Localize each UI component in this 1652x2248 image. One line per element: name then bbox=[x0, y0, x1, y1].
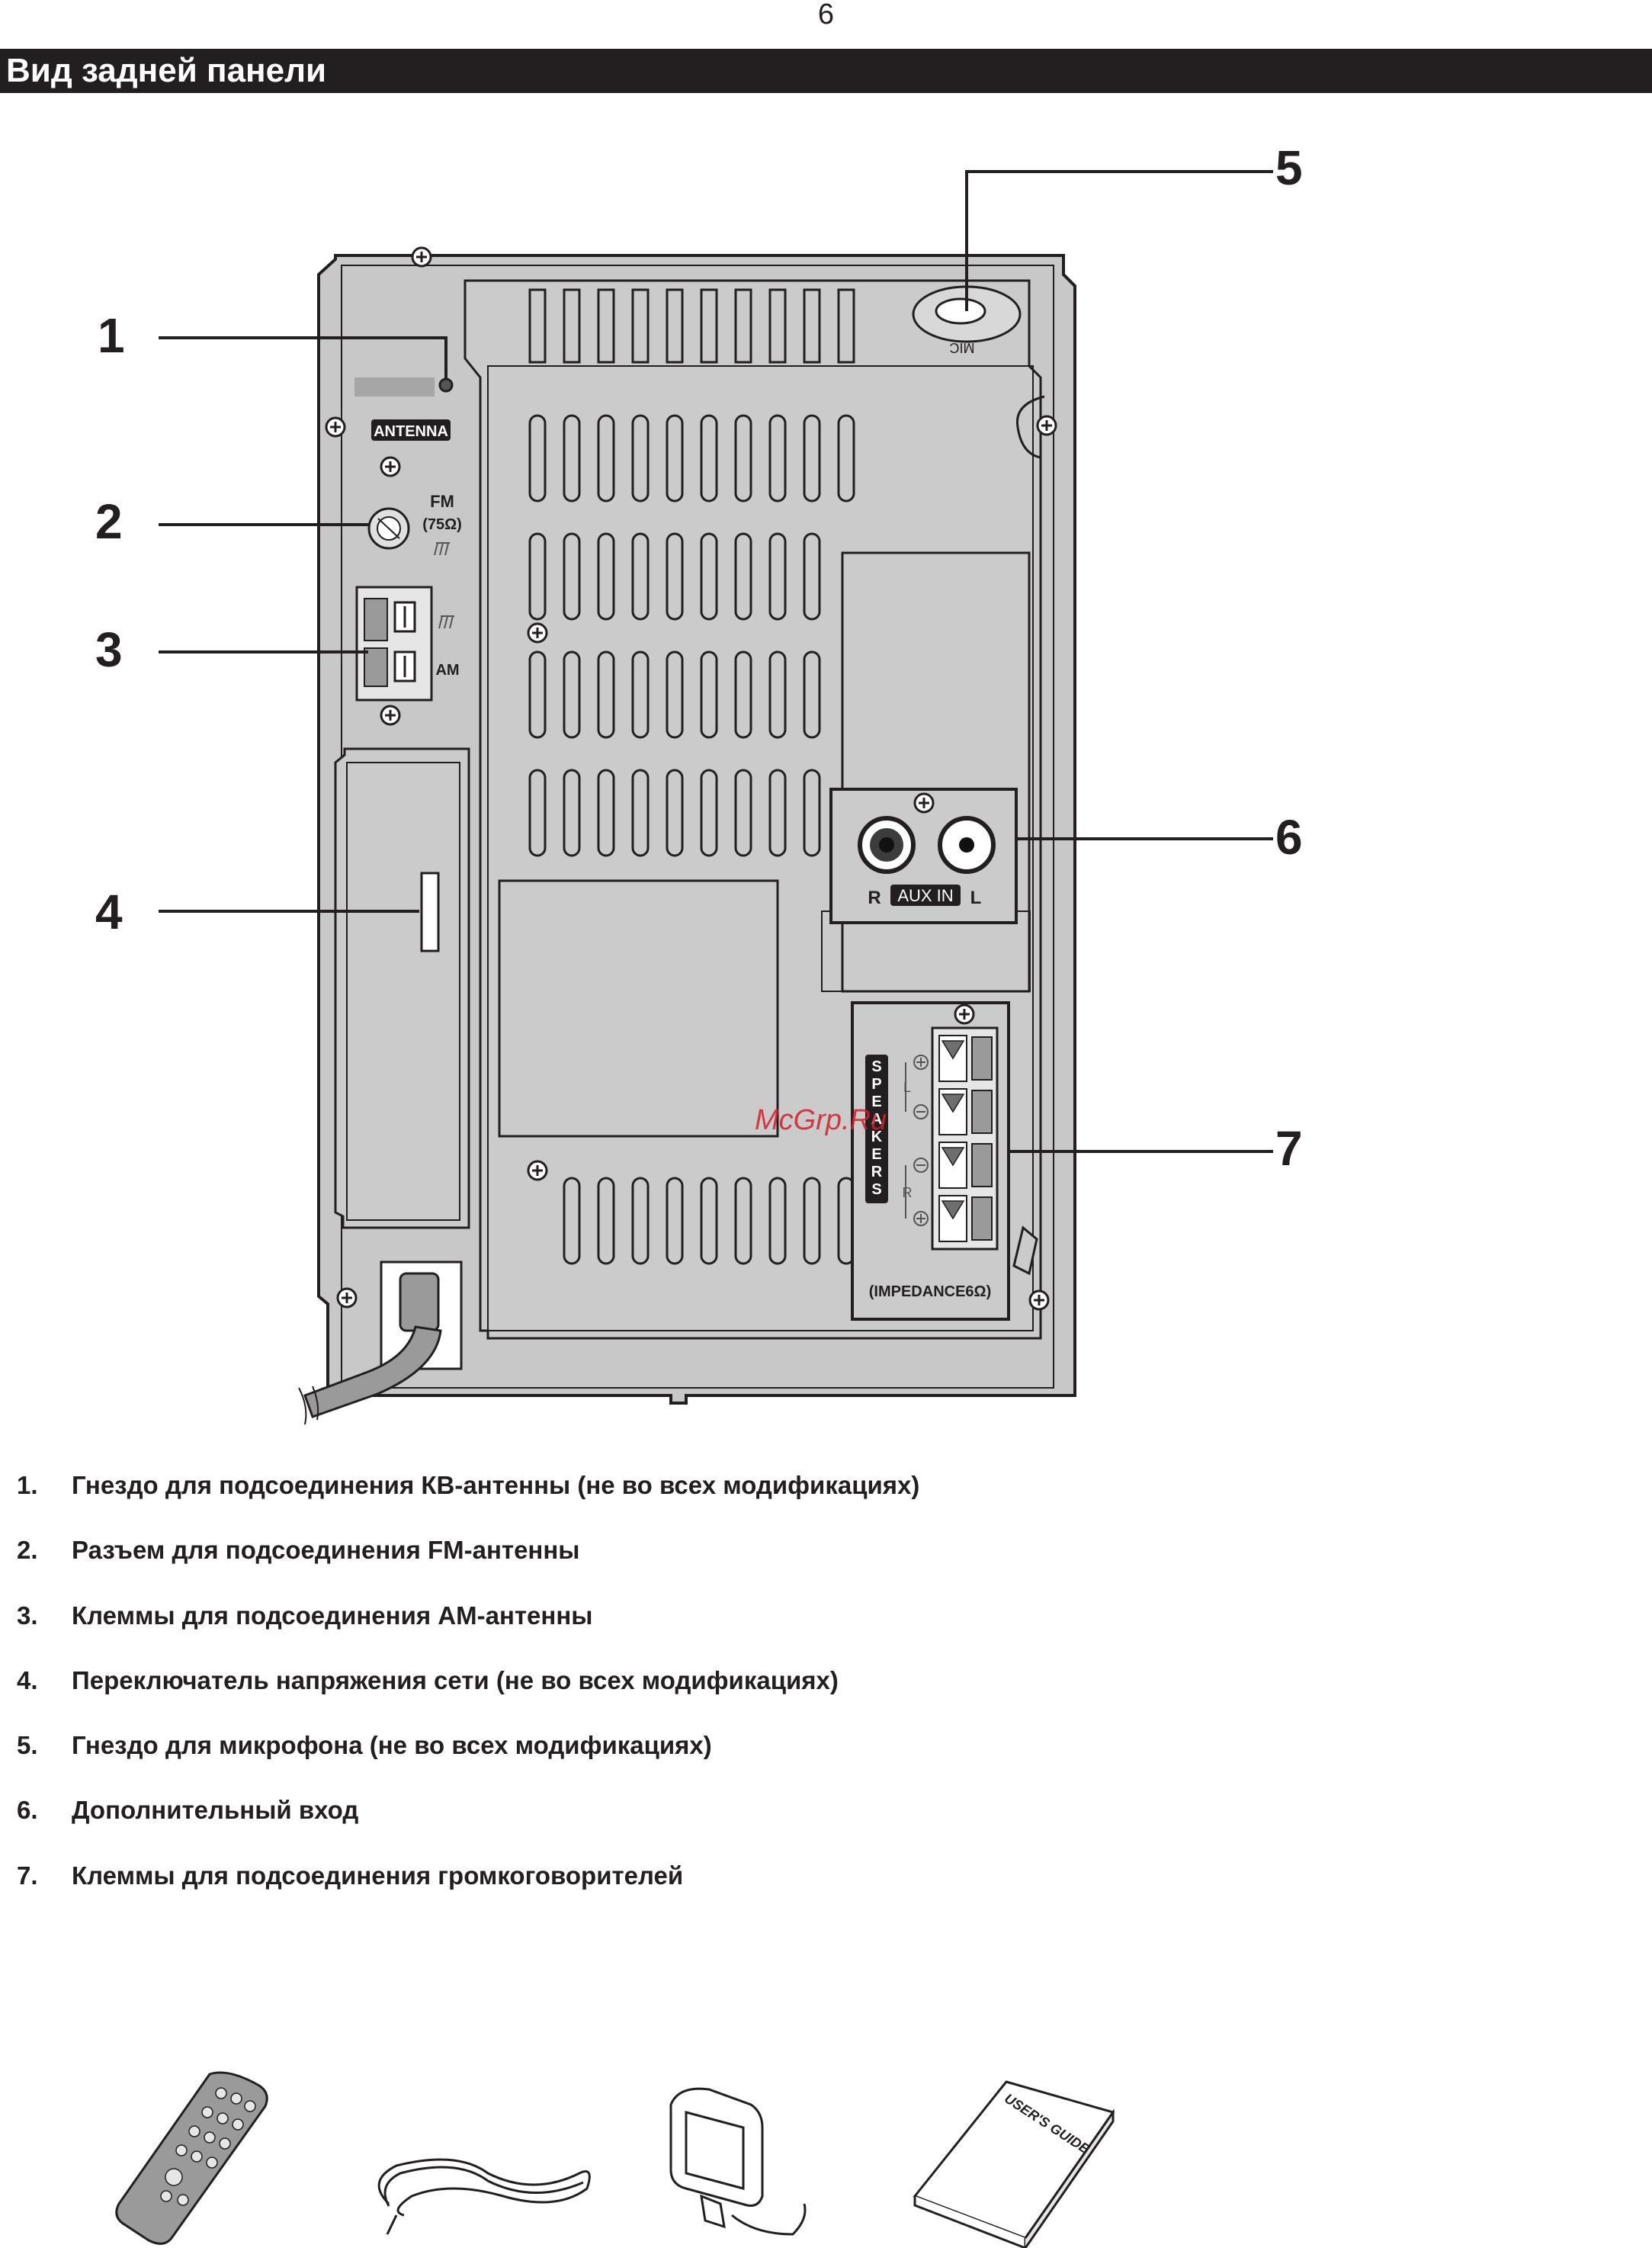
callout-4: 4 bbox=[95, 885, 123, 939]
item-text: Клеммы для подсоединения громкоговорител… bbox=[72, 1861, 684, 1890]
remote-control-icon bbox=[115, 2071, 268, 2245]
section-title-bar: Вид задней панели bbox=[0, 49, 1652, 93]
ground-symbol-icon bbox=[434, 542, 450, 556]
legend-list: 1. Гнездо для подсоединения КВ-антенны (н… bbox=[17, 1470, 1237, 1925]
antenna-label: ANTENNA bbox=[374, 423, 448, 440]
mic-jack bbox=[912, 285, 1022, 343]
impedance-label: (IMPEDANCE6Ω) bbox=[869, 1283, 992, 1300]
item-text: Гнездо для микрофона (не во всех модифик… bbox=[72, 1731, 712, 1760]
kv-antenna-jack bbox=[438, 377, 454, 393]
callout-3: 3 bbox=[95, 622, 123, 677]
speaker-r-label: R bbox=[903, 1185, 913, 1200]
callout-1: 1 bbox=[98, 308, 125, 363]
accessories-illustration: USER'S GUIDE bbox=[115, 2071, 1115, 2248]
list-item: 6. Дополнительный вход bbox=[17, 1795, 1237, 1860]
item-text: Клеммы для подсоединения АМ-антенны bbox=[72, 1601, 593, 1630]
speakers-letter: P bbox=[871, 1076, 881, 1093]
item-text: Гнездо для подсоединения КВ-антенны (не … bbox=[72, 1471, 920, 1499]
aux-l-label: L bbox=[970, 888, 982, 908]
list-item: 4. Переключатель напряжения сети (не во в… bbox=[17, 1665, 1237, 1730]
list-item: 1. Гнездо для подсоединения КВ-антенны (н… bbox=[17, 1470, 1237, 1535]
aux-r-label: R bbox=[868, 888, 881, 908]
fm-impedance-label: (75Ω) bbox=[422, 516, 462, 533]
watermark: McGrp.Ru bbox=[755, 1104, 887, 1136]
voltage-selector bbox=[334, 747, 470, 1229]
item-number: 2. bbox=[17, 1536, 38, 1565]
aux-in-panel bbox=[821, 788, 1031, 992]
aux-in-label: AUX IN bbox=[897, 886, 953, 905]
list-item: 2. Разъем для подсоединения FM-антенны bbox=[17, 1535, 1237, 1600]
callout-lines bbox=[159, 170, 1273, 1153]
speakers-letter: E bbox=[871, 1146, 881, 1163]
section-title: Вид задней панели bbox=[6, 52, 327, 89]
speaker-l-label: L bbox=[903, 1080, 911, 1095]
item-number: 3. bbox=[17, 1601, 38, 1630]
callout-6: 6 bbox=[1275, 810, 1303, 865]
speakers-letter: S bbox=[871, 1058, 881, 1075]
fm-antenna-wire-icon bbox=[377, 2158, 591, 2235]
am-loop-antenna-icon bbox=[669, 2087, 807, 2236]
fm-antenna-connector bbox=[367, 507, 410, 550]
kv-antenna-label-area bbox=[354, 377, 435, 397]
item-number: 4. bbox=[17, 1665, 38, 1694]
am-antenna-terminals bbox=[355, 586, 433, 702]
item-number: 5. bbox=[17, 1731, 38, 1760]
list-item: 5. Гнездо для микрофона (не во всех модиф… bbox=[17, 1730, 1237, 1795]
item-number: 7. bbox=[17, 1861, 38, 1890]
rating-label-area bbox=[498, 879, 779, 1138]
speakers-letter: E bbox=[871, 1093, 881, 1110]
mic-label: MIC bbox=[950, 340, 975, 355]
speakers-vertical-label: S P E A K E R S bbox=[871, 1058, 883, 1198]
item-number: 1. bbox=[17, 1471, 38, 1499]
callout-2: 2 bbox=[95, 494, 123, 549]
fm-label: FM bbox=[430, 492, 454, 511]
item-number: 6. bbox=[17, 1796, 38, 1825]
users-guide-icon: USER'S GUIDE bbox=[913, 2080, 1115, 2248]
callout-7: 7 bbox=[1275, 1121, 1303, 1176]
speakers-letter: A bbox=[871, 1111, 882, 1128]
ground-symbol-icon bbox=[438, 615, 454, 629]
list-item: 3. Клеммы для подсоединения АМ-антенны bbox=[17, 1601, 1237, 1665]
callout-5: 5 bbox=[1275, 140, 1303, 195]
item-text: Разъем для подсоединения FM-антенны bbox=[72, 1536, 580, 1565]
item-text: Дополнительный вход bbox=[72, 1796, 359, 1825]
antenna-badge bbox=[371, 419, 451, 441]
am-label: AM bbox=[435, 662, 459, 679]
power-cord bbox=[298, 1260, 463, 1425]
rear-panel-diagram: ANTENNA FM (75Ω) AM bbox=[95, 140, 1303, 1425]
speakers-letter: S bbox=[871, 1181, 881, 1198]
speaker-terminals bbox=[851, 1001, 1010, 1321]
top-vent-slots bbox=[528, 288, 855, 364]
item-text: Переключатель напряжения сети (не во все… bbox=[72, 1665, 839, 1694]
list-item: 7. Клеммы для подсоединения громкоговорит… bbox=[17, 1861, 1237, 1925]
speakers-letter: K bbox=[871, 1129, 883, 1145]
page-number: 6 bbox=[817, 0, 835, 31]
speakers-letter: R bbox=[871, 1164, 883, 1180]
